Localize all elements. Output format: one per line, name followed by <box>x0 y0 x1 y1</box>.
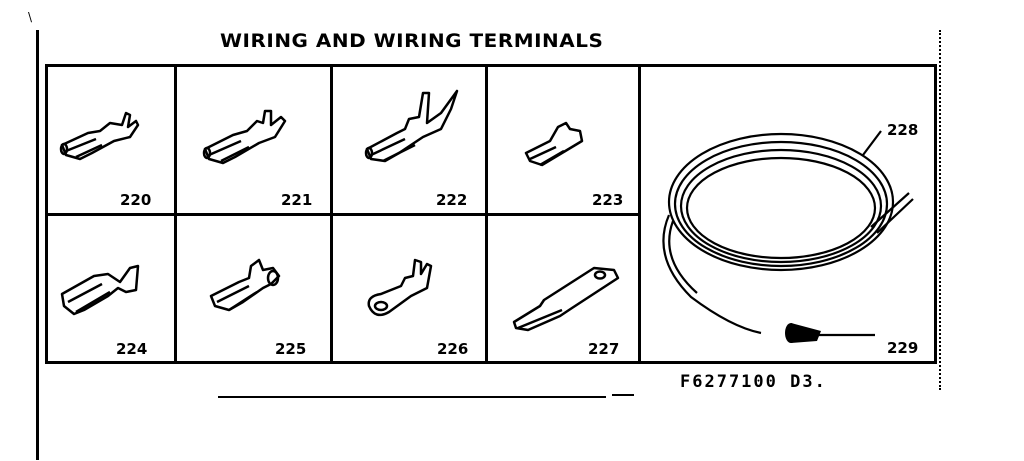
grid-divider <box>48 213 640 216</box>
part-cell-227[interactable]: 227 <box>488 216 638 361</box>
tab-terminal-icon <box>512 266 620 332</box>
diagram-title: WIRING AND WIRING TERMINALS <box>220 30 604 52</box>
part-number-label: 220 <box>120 191 152 209</box>
part-cell-226[interactable]: 226 <box>333 216 485 361</box>
part-cell-222[interactable]: 222 <box>333 67 485 213</box>
part-number-label: 227 <box>588 340 620 358</box>
part-number-label: 228 <box>887 121 919 139</box>
female-terminal-icon <box>59 111 140 161</box>
corner-tick-mark: \ <box>28 10 33 24</box>
part-number-label: 225 <box>275 340 307 358</box>
part-number-label: 221 <box>281 191 313 209</box>
female-terminal-icon <box>60 264 140 316</box>
female-terminal-icon <box>364 89 459 163</box>
part-number-label: 226 <box>437 340 469 358</box>
left-margin-line <box>36 30 39 460</box>
part-cell-228-229[interactable]: 228 229 <box>641 67 934 361</box>
part-number-label: 222 <box>436 191 468 209</box>
part-cell-220[interactable]: 220 <box>48 67 174 213</box>
ring-terminal-icon <box>367 258 433 317</box>
bottom-rule-segment <box>612 394 634 396</box>
part-cell-223[interactable]: 223 <box>488 67 638 213</box>
bottom-rule <box>218 396 606 398</box>
female-terminal-icon <box>202 109 287 165</box>
right-dashed-line <box>939 30 943 390</box>
drawing-code: F6277100 D3. <box>680 372 827 392</box>
part-cell-221[interactable]: 221 <box>177 67 330 213</box>
part-cell-225[interactable]: 225 <box>177 216 330 361</box>
part-number-label: 224 <box>116 340 148 358</box>
female-terminal-icon <box>209 258 281 312</box>
female-terminal-icon <box>524 121 584 167</box>
wire-coil-icon <box>662 130 914 343</box>
parts-grid-frame: 220 221 222 22 <box>45 64 937 364</box>
part-number-label: 223 <box>592 191 624 209</box>
part-number-label: 229 <box>887 339 919 357</box>
part-cell-224[interactable]: 224 <box>48 216 174 361</box>
